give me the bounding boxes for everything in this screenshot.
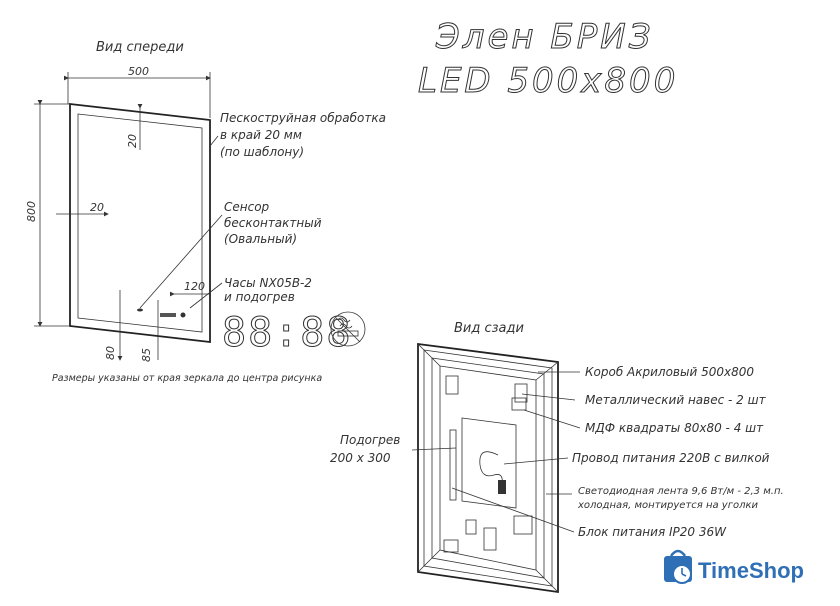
clock-marker — [160, 313, 176, 317]
leader-power — [451, 487, 575, 533]
callout-hanger: Металлический навес - 2 шт — [585, 393, 767, 407]
callout-led-line2: холодная, монтируется на уголки — [577, 500, 759, 511]
bottom-dim-b-label: 85 — [140, 348, 153, 362]
bottom-dim-a-label: 80 — [104, 346, 117, 360]
sandblast-leader — [209, 135, 219, 147]
back-corner-tl — [417, 343, 441, 367]
sensor-callout-line1: Сенсор — [224, 200, 270, 214]
power-cord — [479, 451, 503, 486]
sensor-callout-line2: бесконтактный — [224, 216, 322, 230]
width-dim-label: 500 — [128, 65, 149, 78]
clock-display: 88:88 — [222, 310, 352, 357]
leader-cord — [503, 457, 569, 465]
back-corner-br — [535, 569, 559, 593]
callout-box: Короб Акриловый 500х800 — [585, 365, 754, 379]
clock-offset-dim-label: 120 — [184, 280, 205, 293]
leader-mdf — [523, 409, 581, 429]
sandblast-callout-line3: (по шаблону) — [220, 145, 304, 159]
mdf-square-bottom — [443, 539, 459, 553]
brand-name: TimeShop — [698, 558, 804, 583]
callout-mdf: МДФ квадраты 80х80 - 4 шт — [585, 421, 764, 435]
sensor-callout-line3: (Овальный) — [224, 232, 297, 246]
power-block — [483, 527, 497, 551]
back-outer-frame — [417, 342, 559, 594]
mdf-square-tr — [511, 397, 527, 411]
leader-hanger — [521, 393, 576, 401]
heater-pad — [461, 417, 517, 509]
back-corner-bl — [417, 549, 441, 573]
callout-power: Блок питания IP20 36W — [578, 525, 727, 539]
heater-icon — [330, 311, 366, 347]
back-corner-tr — [535, 361, 559, 381]
clock-display-digits: 88:88 — [222, 310, 352, 356]
callout-cord: Провод питания 220В с вилкой — [572, 451, 770, 465]
side-margin-dim-label: 20 — [90, 201, 104, 214]
clock-callout-line1: Часы NX05B-2 — [224, 276, 312, 290]
mdf-square-bl — [465, 519, 477, 535]
sensor-marker — [137, 308, 143, 312]
product-title-line1: Элен БРИЗ — [435, 17, 654, 57]
product-title-line2: LED 500x800 — [418, 61, 678, 101]
front-view-label: Вид спереди — [96, 40, 184, 55]
brand-logo: TimeShop — [664, 549, 804, 584]
plug-icon — [498, 480, 506, 494]
heater-button-marker — [180, 312, 186, 318]
dimension-note: Размеры указаны от края зеркала до центр… — [52, 373, 322, 384]
top-margin-dim-label: 20 — [126, 134, 139, 148]
heater-leader — [411, 447, 457, 451]
height-dim-label: 800 — [25, 201, 38, 222]
heater-label-line2: 200 х 300 — [330, 451, 391, 465]
front-mirror-outline — [69, 102, 211, 344]
hanger-left — [445, 375, 459, 395]
sandblast-callout-line2: в край 20 мм — [220, 128, 302, 142]
mdf-square-br — [513, 515, 533, 535]
led-strip-left — [449, 429, 457, 501]
clock-leader — [189, 282, 223, 309]
sensor-leader — [139, 214, 223, 309]
front-sandblast-border — [77, 113, 203, 333]
sandblast-callout-line1: Пескоструйная обработка — [220, 111, 386, 125]
clock-callout-line2: и подогрев — [224, 290, 295, 304]
heater-label-line1: Подогрев — [340, 433, 400, 447]
hanger-right — [514, 383, 528, 403]
back-frame-4 — [439, 365, 537, 571]
callout-led-line1: Светодиодная лента 9,6 Вт/м - 2,3 м.п. — [578, 486, 784, 497]
back-view-label: Вид сзади — [454, 321, 524, 336]
back-mirror — [417, 342, 559, 594]
